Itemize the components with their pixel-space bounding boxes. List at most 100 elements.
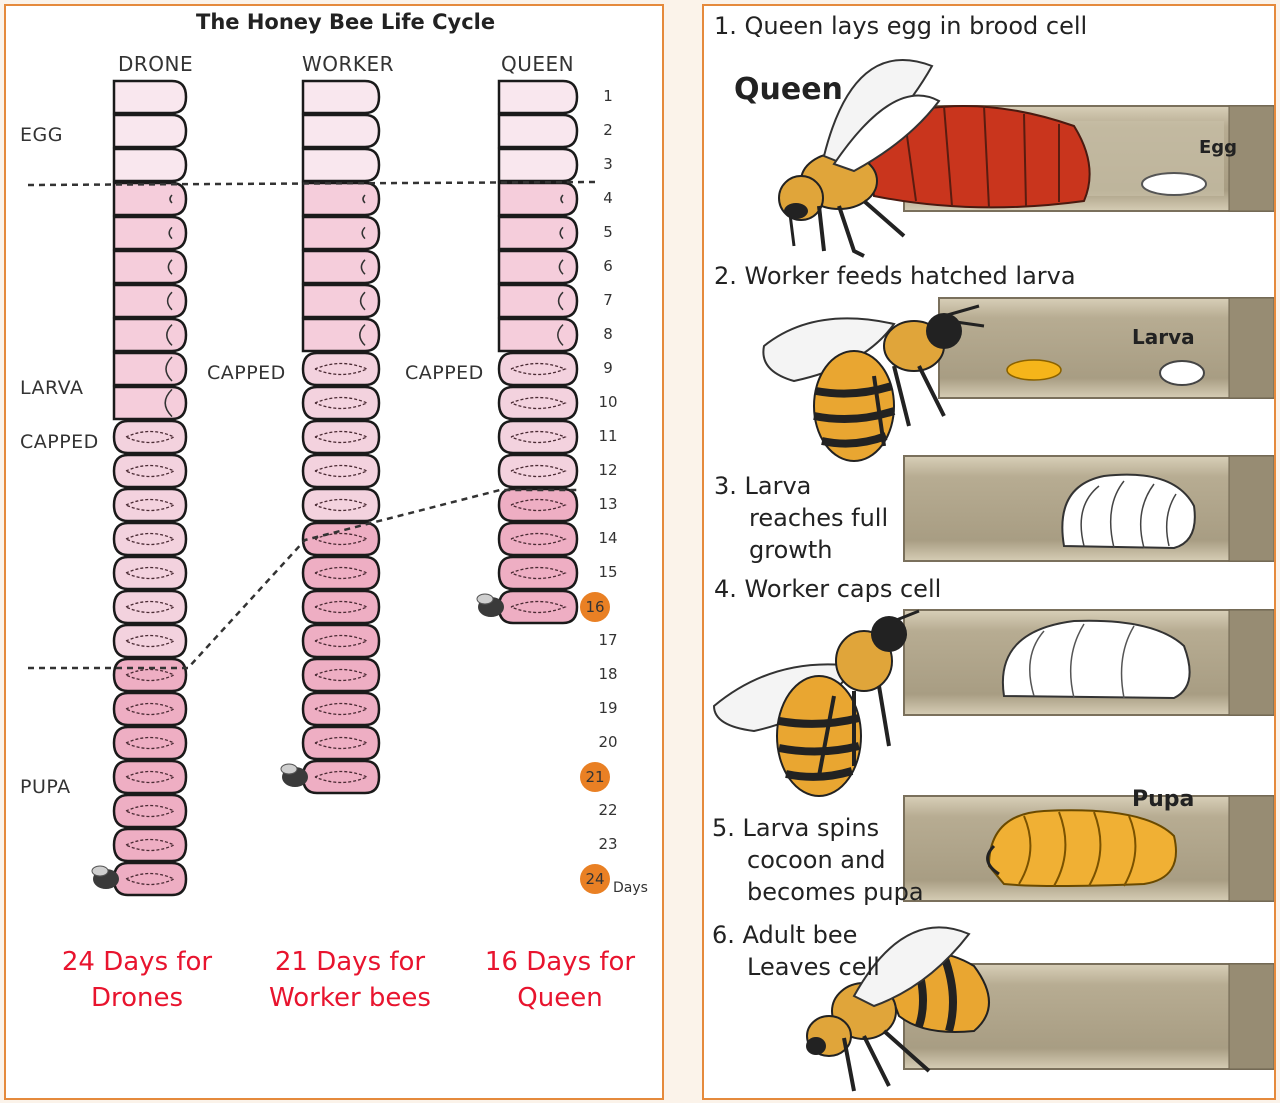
day-label-10: 10: [598, 393, 618, 411]
larva-mark-worker-day-6: [360, 259, 366, 275]
cell-worker-day-1: [301, 79, 381, 115]
day-label-1: 1: [603, 87, 613, 105]
cell-column-drone: [91, 79, 188, 897]
cocoon-mark-worker-day-16: [314, 600, 369, 614]
cocoon-mark-worker-day-14: [314, 532, 369, 546]
queen-capped-label: CAPPED: [405, 362, 484, 384]
step-5-line-2: cocoon and: [747, 846, 885, 874]
larva-mark-queen-day-7: [557, 291, 564, 311]
cell-drone-day-16: [112, 589, 188, 625]
day-label-16: 16: [580, 592, 610, 622]
cell-queen-day-3: [497, 147, 579, 183]
cocoon-mark-queen-day-11: [510, 430, 567, 444]
pupa-icon: [986, 809, 1177, 887]
cocoon-mark-worker-day-17: [314, 634, 369, 648]
cell-drone-day-11: [112, 419, 188, 455]
brood-cell-2: [938, 297, 1274, 399]
day-label-17: 17: [598, 631, 618, 649]
cell-worker-day-6: [301, 249, 381, 285]
cell-worker-day-18: [301, 657, 381, 693]
cell-drone-day-2: [112, 113, 188, 149]
cell-drone-day-13: [112, 487, 188, 523]
cell-worker-day-16: [301, 589, 381, 625]
adult-bee-icon: [806, 926, 990, 1092]
step-4-line-1: 4. Worker caps cell: [714, 575, 941, 603]
queen-bee-icon: [778, 59, 1091, 258]
cell-drone-day-5: [112, 215, 188, 251]
column-header-queen: QUEEN: [501, 52, 575, 76]
day-label-21: 21: [580, 762, 610, 792]
cell-drone-day-15: [112, 555, 188, 591]
cell-worker-day-21: [301, 759, 381, 795]
chart-title: The Honey Bee Life Cycle: [196, 10, 496, 34]
larva-mark-drone-day-9: [165, 356, 173, 382]
day-label-14: 14: [598, 529, 618, 547]
cell-drone-day-19: [112, 691, 188, 727]
larva-mark-queen-day-6: [558, 259, 564, 275]
emerging-bee-wing-worker: [280, 763, 298, 775]
footer-worker: 21 Days for Worker bees: [260, 944, 440, 1016]
cell-drone-day-6: [112, 249, 188, 285]
day-label-5: 5: [603, 223, 613, 241]
cell-worker-day-17: [301, 623, 381, 659]
emerging-bee-icon-drone: [91, 865, 119, 889]
cell-queen-day-4: [497, 181, 579, 217]
step-3-line-3: growth: [749, 536, 833, 564]
cocoon-mark-queen-day-15: [510, 566, 567, 580]
column-header-drone: DRONE: [118, 52, 194, 76]
cell-queen-day-5: [497, 215, 579, 251]
step-6-line-2: Leaves cell: [747, 953, 880, 981]
day-label-4: 4: [603, 189, 613, 207]
cell-queen-day-9: [497, 351, 579, 387]
brood-cell-illustrations: Queen Egg Larva: [712, 12, 1274, 1092]
cell-drone-day-22: [112, 793, 188, 829]
larva-pupa-divider: [28, 488, 580, 670]
larva-mark-drone-day-8: [166, 324, 173, 346]
emerging-bee-icon-worker: [280, 763, 308, 787]
stage-label-larva: LARVA: [20, 377, 84, 399]
larva-mark-queen-day-8: [557, 324, 564, 346]
larva-label: Larva: [1132, 325, 1195, 349]
day-label-6: 6: [603, 257, 613, 275]
larva-mark-drone-day-6: [167, 259, 173, 275]
larva-small-icon: [1159, 360, 1205, 386]
step-3-line-1: 3. Larva: [714, 472, 811, 500]
cell-worker-day-10: [301, 385, 381, 421]
day-label-2: 2: [603, 121, 613, 139]
emerging-bee-icon-queen: [476, 593, 504, 617]
worker-bee-feeding-icon: [762, 304, 985, 462]
cell-drone-day-21: [112, 759, 188, 795]
cell-drone-day-12: [112, 453, 188, 489]
cell-worker-day-11: [301, 419, 381, 455]
egg-label: Egg: [1199, 137, 1237, 158]
cell-queen-day-12: [497, 453, 579, 489]
day-label-12: 12: [598, 461, 618, 479]
step-2-line-1: 2. Worker feeds hatched larva: [714, 262, 1076, 290]
cell-queen-day-14: [497, 521, 579, 557]
cell-worker-day-7: [301, 283, 381, 319]
queen-label: Queen: [734, 72, 843, 107]
cell-column-worker: [280, 79, 381, 795]
brood-cells-diagram: [27, 79, 596, 897]
cell-queen-day-6: [497, 249, 579, 285]
cell-worker-day-2: [301, 113, 381, 149]
cocoon-mark-worker-day-15: [314, 566, 369, 580]
day-label-3: 3: [603, 155, 613, 173]
larva-mark-worker-day-7: [359, 291, 366, 311]
cocoon-mark-worker-day-19: [314, 702, 369, 716]
cocoon-mark-queen-day-16: [510, 600, 567, 614]
cell-worker-day-4: [301, 181, 381, 217]
day-label-24: 24: [580, 864, 610, 894]
cocoon-mark-queen-day-12: [510, 464, 567, 478]
cocoon-mark-queen-day-9: [510, 362, 567, 376]
cell-column-queen: [476, 79, 579, 625]
emerging-bee-wing-queen: [476, 593, 494, 605]
cell-drone-day-3: [112, 147, 188, 183]
footer-worker-line2: Worker bees: [269, 983, 431, 1013]
step-3-line-2: reaches full: [749, 504, 888, 532]
cell-drone-day-24: [112, 861, 188, 897]
cell-worker-day-8: [301, 317, 381, 353]
cell-worker-day-13: [301, 487, 381, 523]
egg-icon: [1141, 172, 1207, 196]
